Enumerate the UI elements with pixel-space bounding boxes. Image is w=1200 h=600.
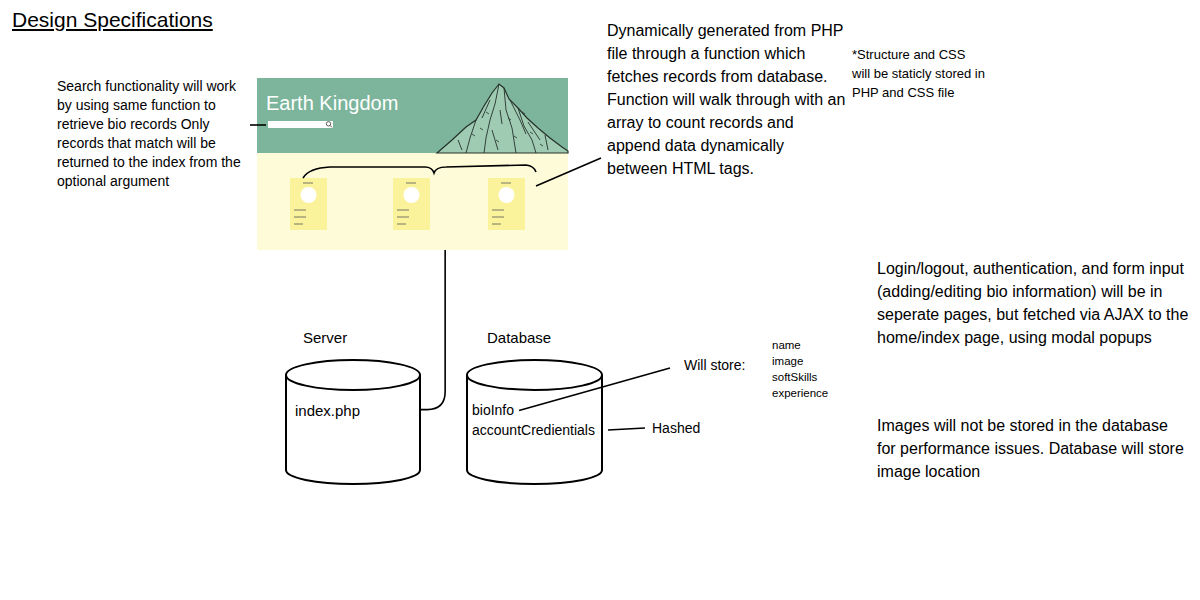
note-text: Login/logout, authentication, and form i… [877,257,1189,349]
note-text: Dynamically generated from PHP file thro… [607,19,847,180]
app-title: Earth Kingdom [266,91,398,115]
brace [303,165,536,178]
mountain-ridges [458,84,548,153]
mountain-hatching [472,112,543,146]
cylinder-body [467,375,602,484]
card-avatar [499,187,515,203]
search-box [268,121,333,128]
search-icon [330,125,332,127]
table-name: bioInfo [472,402,514,419]
list-item: experience [772,385,828,401]
note-text: Images will not be stored in the databas… [877,414,1189,483]
bio-card [393,178,430,230]
mockup-header [257,78,568,154]
cylinder-top [467,360,602,390]
card-placeholder-lines [294,183,511,224]
bio-card [488,178,525,230]
card-avatar [301,187,317,203]
cylinder-body [286,375,420,484]
mountain-outline [437,84,568,153]
bio-card [290,178,327,230]
list-item: name [772,337,801,353]
leader-label: Will store: [684,356,745,374]
note-text: *Structure and CSS will be staticly stor… [852,45,987,102]
search-icon [326,122,330,126]
connector-line [421,250,445,410]
table-name: accountCredientials [472,422,595,439]
list-item: softSkills [772,369,817,385]
node-heading: Server [303,329,347,347]
note-text: Search functionality will work by using … [57,77,245,191]
list-item: image [772,353,803,369]
leader-line [536,158,601,186]
card-avatar [404,187,420,203]
server-cylinder: Server index.php [285,328,421,488]
cylinder-top [286,360,420,390]
leader-line [608,428,645,430]
leader-label: Hashed [652,419,700,437]
file-name: index.php [295,402,360,420]
database-cylinder: Database bioInfo accountCredientials [466,328,603,488]
diagram-title: Design Specifications [12,8,213,32]
leader-line [250,124,266,126]
mockup-body [257,153,568,250]
node-heading: Database [487,329,551,347]
page-mockup: Earth Kingdom [257,78,568,250]
